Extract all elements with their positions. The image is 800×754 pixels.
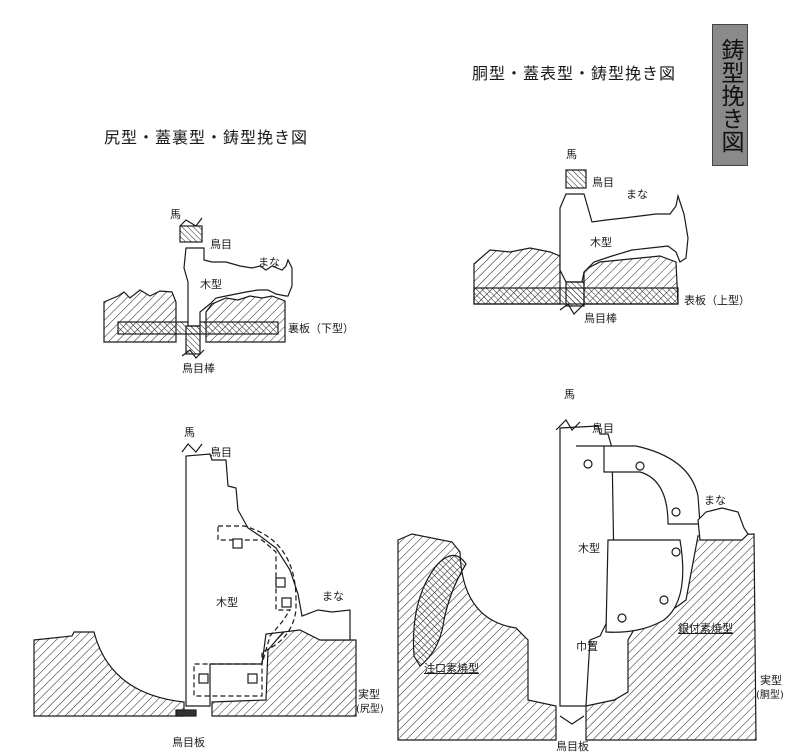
title-tab-text: 鋳型挽き図 xyxy=(717,37,743,153)
tl-label-uma: 馬 xyxy=(170,208,181,221)
rod-top-tl xyxy=(179,225,203,243)
bolt-br-5 xyxy=(659,595,669,605)
br-label-kigata: 木型 xyxy=(578,542,600,555)
mold-bl xyxy=(33,631,185,717)
bolt-br-6 xyxy=(617,613,627,623)
tr-label-rod: 鳥目棒 xyxy=(584,312,617,325)
br-label-uma: 馬 xyxy=(564,388,575,401)
bolt-bl-1 xyxy=(232,538,243,549)
plate-bl xyxy=(175,709,197,717)
tl-label-rod: 鳥目棒 xyxy=(182,362,215,375)
bl-label-board: 鳥目板 xyxy=(172,736,205,749)
top-right-title: 胴型・蓋表型・鋳型挽き図 xyxy=(472,64,677,83)
mana-br xyxy=(697,507,749,541)
bl-label-kigata: 木型 xyxy=(216,596,238,609)
br-label-torime: 鳥目 xyxy=(592,422,614,435)
tl-label-torime: 鳥目 xyxy=(210,238,232,251)
bl-label-uma: 馬 xyxy=(184,426,195,439)
diagram-bottom-left xyxy=(33,443,357,717)
spout-core-br xyxy=(412,554,467,667)
bolt-bl-3 xyxy=(281,597,292,608)
tl-label-kigata: 木型 xyxy=(200,278,222,291)
tr-label-board: 表板（上型） xyxy=(684,294,750,307)
bl-label-mana: まな xyxy=(322,590,344,603)
title-tab: 鋳型挽き図 xyxy=(712,24,748,166)
bl-label-jitsugata-sub: (尻型) xyxy=(356,704,384,715)
uma-zig-br xyxy=(555,419,581,431)
lower-core-br xyxy=(605,539,684,633)
diagram-top-left xyxy=(103,217,293,359)
bolt-bl-5 xyxy=(247,673,258,684)
tl-label-board: 裏板（下型） xyxy=(288,322,354,335)
uma-zig-bl xyxy=(181,443,203,453)
tl-label-mana: まな xyxy=(258,256,280,269)
diagram-top-right xyxy=(473,169,689,315)
br-label-jitsugata: 実型 xyxy=(760,674,782,687)
tr-label-mana: まな xyxy=(626,188,648,201)
br-label-jitsugata-sub: (胴型) xyxy=(756,690,784,701)
rod-bottom-tl xyxy=(185,325,201,355)
rod-bottom-zig-tr xyxy=(559,303,585,315)
top-left-title: 尻型・蓋裏型・鋳型挽き図 xyxy=(104,128,309,147)
plate-br xyxy=(559,715,585,725)
br-label-mana: まな xyxy=(704,494,726,507)
bl-label-torime: 鳥目 xyxy=(210,446,232,459)
bolt-bl-4 xyxy=(198,673,209,684)
bolt-br-4 xyxy=(671,547,681,557)
bl-label-jitsugata: 実型 xyxy=(358,688,380,701)
upper-core-br xyxy=(576,445,701,525)
tr-label-kigata: 木型 xyxy=(590,236,612,249)
pattern-tr xyxy=(559,193,689,283)
tr-label-torime: 鳥目 xyxy=(592,176,614,189)
rod-top-tr xyxy=(565,169,587,189)
bolt-bl-2 xyxy=(275,577,286,588)
core-outline-bl xyxy=(193,525,297,697)
br-label-board: 鳥目板 xyxy=(556,740,589,753)
rod-bottom-zig-tl xyxy=(181,349,205,359)
bolt-br-3 xyxy=(671,507,681,517)
diagram-bottom-right xyxy=(397,419,757,741)
rod-bottom-tr xyxy=(565,281,585,307)
bolt-br-2 xyxy=(635,461,645,471)
rod-top-zig-tl xyxy=(179,217,203,227)
br-label-ginzuke: 銀付素焼型 xyxy=(678,622,733,635)
br-label-haba: 巾置 xyxy=(576,640,598,653)
base-sand-tl-right xyxy=(205,295,286,343)
bolt-br-1 xyxy=(583,459,593,469)
pattern-tl xyxy=(183,247,293,327)
br-label-chuko: 注口素焼型 xyxy=(424,662,479,675)
tr-label-uma: 馬 xyxy=(566,148,577,161)
